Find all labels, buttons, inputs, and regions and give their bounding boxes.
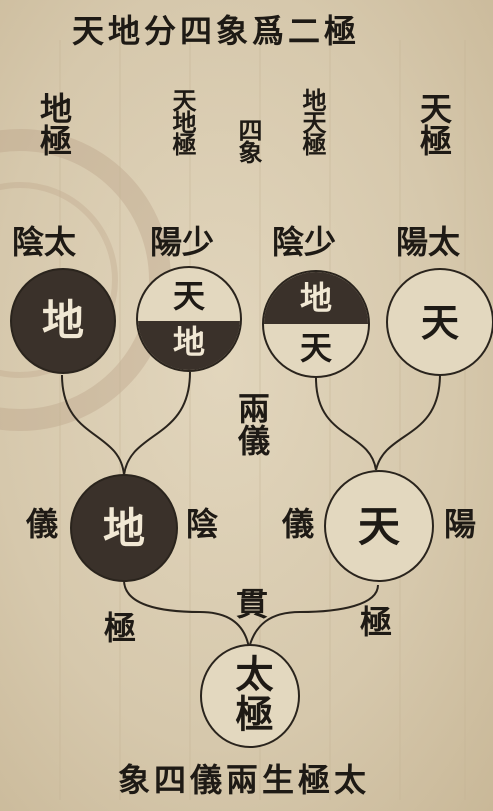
label-shao-yin: 少陰 <box>272 223 337 261</box>
circle-shao-yin-top-char: 地 <box>299 279 332 317</box>
circle-shao-yin-bottom-char: 天 <box>299 329 332 367</box>
label-di-ji: 地極 <box>35 92 73 156</box>
label-tai-yin: 太陰 <box>12 223 77 261</box>
label-guan: 貫 <box>236 585 269 623</box>
circle-shao-yin-dark-half <box>264 272 368 324</box>
circle-shao-yang: 天 地 <box>136 266 242 372</box>
label-yang: 陽 <box>444 505 477 543</box>
circle-taiji: 太極 <box>200 644 300 748</box>
label-tian-di-ji: 天地極 <box>168 88 197 154</box>
circle-yi-left-char: 地 <box>102 504 145 553</box>
label-tai-yang: 太陽 <box>396 223 461 261</box>
circle-yi-right-char: 天 <box>357 502 400 551</box>
circle-tai-yin-char: 地 <box>41 296 84 345</box>
circle-yi-right: 天 <box>324 470 434 582</box>
label-yin: 陰 <box>186 505 219 543</box>
label-ji-left: 極 <box>104 609 137 647</box>
label-si-xiang: 四象 <box>234 118 263 162</box>
circle-shao-yang-dark-half <box>138 321 240 370</box>
label-tian-ji: 天極 <box>415 92 453 156</box>
label-yi-right: 儀 <box>282 505 315 543</box>
circle-tai-yang: 天 <box>386 268 493 376</box>
circle-yi-left: 地 <box>70 474 178 582</box>
bottom-title: 太極生兩儀四象 <box>118 761 371 799</box>
circle-shao-yin: 地 天 <box>262 270 370 378</box>
circle-taiji-chars: 太極 <box>229 654 274 734</box>
label-yi-left: 儀 <box>26 505 59 543</box>
circle-shao-yang-top-char: 天 <box>172 277 205 315</box>
label-shao-yang: 少陽 <box>150 223 215 261</box>
label-ji-right: 極 <box>360 603 393 641</box>
label-di-tian-ji: 地天極 <box>298 88 327 154</box>
circle-tai-yin: 地 <box>10 268 116 374</box>
circle-shao-yang-bottom-char: 地 <box>172 323 205 361</box>
top-title: 天地分四象爲二極 <box>72 12 361 50</box>
circle-tai-yang-char: 天 <box>420 300 459 345</box>
label-liang-yi: 兩儀 <box>233 392 271 456</box>
